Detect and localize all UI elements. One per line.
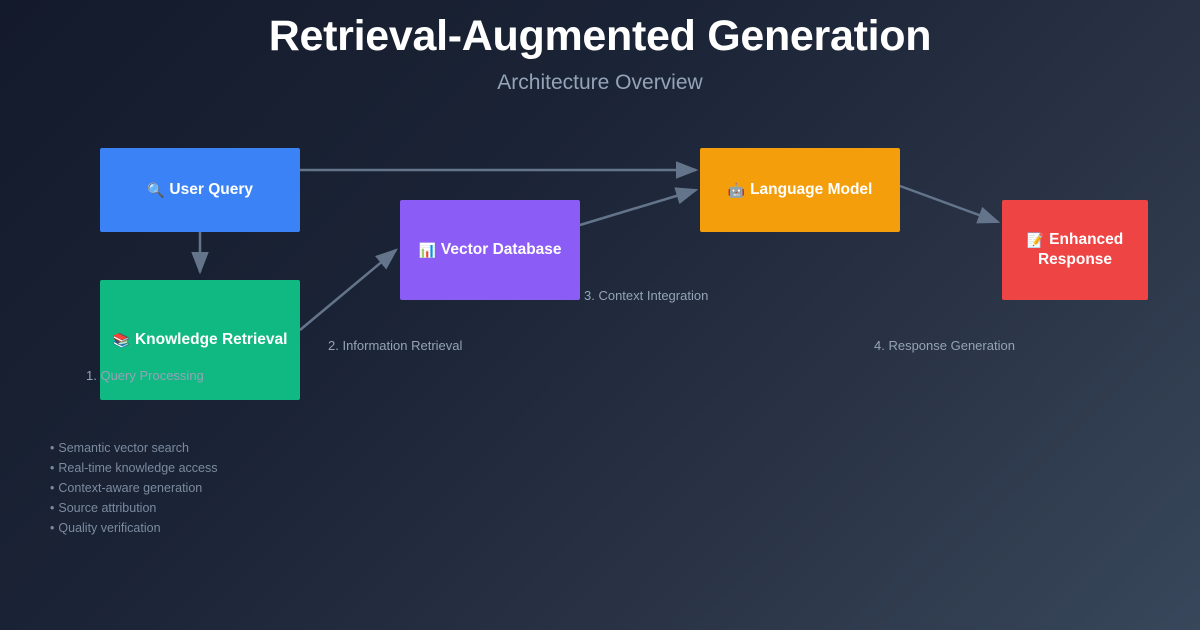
edge-label-information-retrieval: 2. Information Retrieval xyxy=(328,338,463,353)
bullet-icon: • xyxy=(50,441,55,455)
node-vector-database-label: 📊Vector Database xyxy=(418,240,561,260)
books-icon: 📚 xyxy=(112,332,130,349)
bullet-icon: • xyxy=(50,461,55,475)
edge-label-query-processing: 1. Query Processing xyxy=(86,368,204,383)
bullet-icon: • xyxy=(50,501,55,515)
node-enhanced-response-text: Enhanced Response xyxy=(1037,230,1124,269)
node-vector-database-text: Vector Database xyxy=(440,240,562,258)
page-subtitle: Architecture Overview xyxy=(497,71,703,95)
bullet-icon: • xyxy=(50,481,55,495)
list-item: •Semantic vector search xyxy=(50,438,218,458)
list-item: •Quality verification xyxy=(50,518,218,538)
memo-pencil-icon: 📝 xyxy=(1026,232,1045,249)
edge-label-context-integration: 3. Context Integration xyxy=(584,288,709,303)
feature-list: •Semantic vector search •Real-time knowl… xyxy=(50,438,218,538)
search-icon: 🔍 xyxy=(146,182,165,199)
bar-chart-icon: 📊 xyxy=(418,242,436,259)
list-item: •Real-time knowledge access xyxy=(50,458,218,478)
node-user-query[interactable]: 🔍User Query xyxy=(100,148,300,232)
list-item: •Source attribution xyxy=(50,498,218,518)
edge-knowledge-retrieval-to-vector-database xyxy=(299,248,398,331)
node-language-model[interactable]: 🤖Language Model xyxy=(700,148,900,232)
node-user-query-text: User Query xyxy=(169,180,253,198)
page-title: Retrieval-Augmented Generation xyxy=(268,12,932,60)
node-language-model-label: 🤖Language Model xyxy=(728,180,873,200)
node-knowledge-retrieval-label: 📚Knowledge Retrieval xyxy=(113,330,288,350)
node-knowledge-retrieval-text: Knowledge Retrieval xyxy=(134,330,288,348)
bullet-icon: • xyxy=(50,521,55,535)
node-enhanced-response[interactable]: 📝Enhanced Response xyxy=(1002,200,1148,300)
node-vector-database[interactable]: 📊Vector Database xyxy=(400,200,580,300)
feature-text: Source attribution xyxy=(58,501,157,515)
edge-language-model-to-enhanced-response xyxy=(899,184,1001,224)
header: Retrieval-Augmented Generation Architect… xyxy=(0,0,1200,95)
feature-text: Context-aware generation xyxy=(58,481,203,495)
edge-label-response-generation: 4. Response Generation xyxy=(874,338,1015,353)
feature-text: Semantic vector search xyxy=(58,441,189,455)
feature-text: Real-time knowledge access xyxy=(58,461,218,475)
node-knowledge-retrieval[interactable]: 📚Knowledge Retrieval xyxy=(100,280,300,400)
list-item: •Context-aware generation xyxy=(50,478,218,498)
robot-icon: 🤖 xyxy=(727,182,746,199)
node-language-model-text: Language Model xyxy=(750,180,873,198)
node-enhanced-response-label: 📝Enhanced Response xyxy=(1012,230,1138,270)
edge-vector-database-to-language-model xyxy=(579,187,699,227)
node-user-query-label: 🔍User Query xyxy=(147,180,253,200)
feature-text: Quality verification xyxy=(58,521,161,535)
